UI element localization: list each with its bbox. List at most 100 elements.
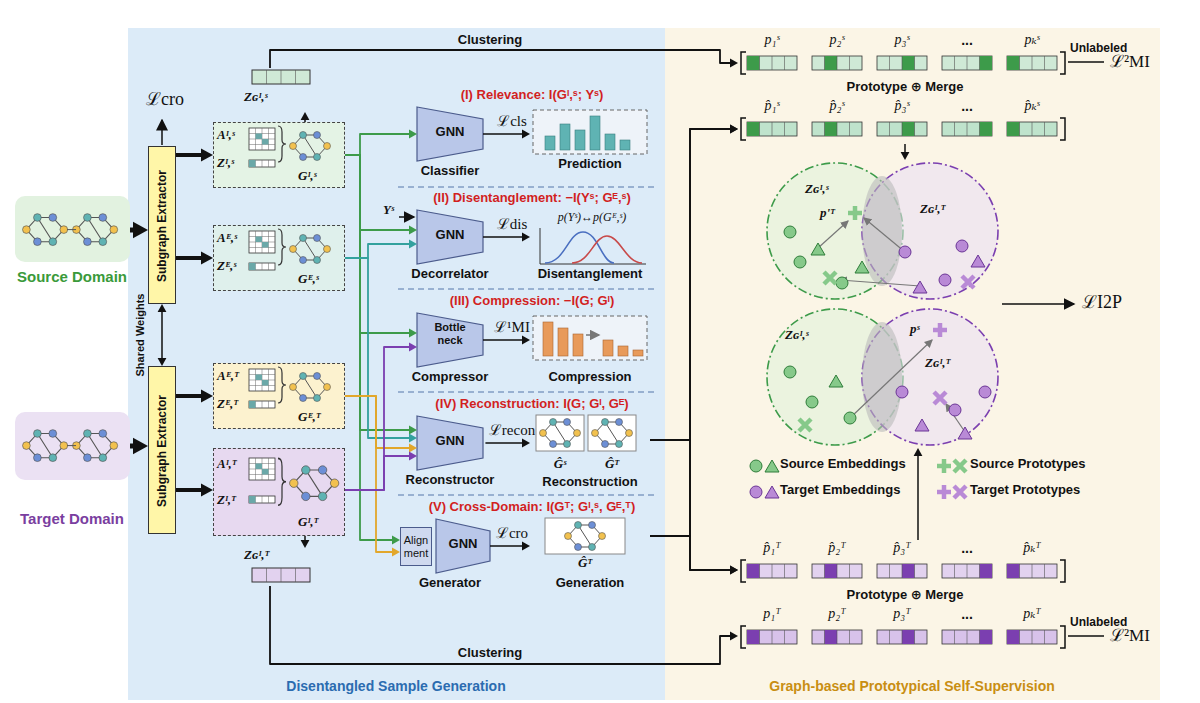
bar-divider: [1020, 630, 1045, 644]
connector-line: [650, 129, 732, 536]
node-text-holder: p̂₃ᵀ: [893, 540, 910, 556]
arrowhead: [730, 566, 738, 575]
node-text: Subgraph Extractor: [156, 170, 170, 282]
connector-line: [904, 144, 906, 154]
edge-label-holder: ℒcls: [494, 113, 530, 130]
node-text: Zɢᴵ,ᵀ: [920, 202, 945, 217]
node-text-holder: Zᴱ,ᵀ: [217, 397, 238, 412]
connector-line: [345, 155, 411, 333]
node-text: Gᴱ,ˢ: [298, 272, 319, 287]
bar-cell: [980, 564, 993, 578]
edge-label: Clustering: [455, 646, 525, 661]
edge-label-holder: ℒdis: [494, 216, 531, 233]
edge-label-holder: ℒ¹MI: [491, 319, 533, 336]
node-text-holder: Zɢᴵ,ˢ: [785, 328, 809, 343]
embedding-dot: [784, 226, 796, 238]
bar-cell: [747, 630, 760, 644]
bracket: [741, 52, 1065, 74]
node-text-holder: Zᴱ,ˢ: [217, 259, 236, 274]
bar-divider: [1020, 564, 1045, 578]
connector: [345, 396, 400, 556]
connector-line: [161, 310, 163, 359]
prototype-bar: [942, 630, 992, 644]
label-text: ℒ²MI: [1110, 52, 1150, 72]
prototype-cross: [824, 272, 836, 284]
connector-line: [176, 394, 203, 398]
bar-cell: [1007, 564, 1020, 578]
connector-line: [304, 118, 306, 122]
connector-line: [483, 339, 524, 341]
bar-divider: [955, 56, 980, 70]
prototype-bar: [1007, 564, 1057, 578]
label-text-holder: ℒ²MI: [1110, 626, 1150, 646]
arrowhead: [730, 566, 738, 575]
trapezoid: [436, 519, 490, 573]
domain-box: Target Domain: [15, 412, 130, 480]
bar-cell: [825, 56, 838, 70]
node-text-holder: Zᴵ,ˢ: [217, 156, 234, 171]
node-text: Aᴵ,ᵀ: [217, 457, 237, 472]
arrowhead: [522, 542, 530, 551]
label-text: (I) Relevance: I(Gᴵ,ˢ; Yˢ): [461, 88, 604, 103]
connector: [176, 483, 213, 496]
node-text: GNN: [436, 434, 465, 449]
node-text: Gᴱ,ᵀ: [298, 410, 320, 425]
arrowhead: [201, 483, 213, 496]
connector-line: [345, 155, 411, 230]
label-text: Prototype ⊕ Merge: [846, 588, 963, 603]
edge-label: ℒrecon: [486, 422, 538, 439]
label-text: Prototype ⊕ Merge: [846, 80, 963, 95]
label-text: p(Yˢ)↔p(Gᴱ,ˢ): [558, 211, 626, 225]
node-text: p̂₃ˢ: [895, 98, 910, 114]
connector-line: [650, 440, 732, 570]
connector: [483, 336, 530, 345]
embedding-bar: Zɢᴵ,ˢ: [240, 68, 330, 112]
node-text-holder: Bottle neck: [426, 321, 474, 346]
node-text-holder: p₃ᵀ: [893, 606, 910, 622]
label-text: (II) Disentanglement: −I(Yˢ; Gᴱ,ˢ): [433, 191, 631, 206]
node-text: Aᴱ,ˢ: [217, 231, 237, 246]
node-text: Bottle neck: [426, 321, 474, 346]
label-text-holder: p(Yˢ)↔p(Gᴱ,ˢ): [558, 211, 626, 225]
connector-line: [345, 456, 411, 490]
connector: [345, 155, 417, 337]
arrowhead: [409, 426, 417, 435]
node-text: Zɢᴵ,ˢ: [244, 90, 268, 105]
bar-cell: [902, 630, 915, 644]
arrowhead: [201, 251, 213, 264]
label-text-holder: ℒI2P: [1082, 292, 1122, 313]
label-text: (V) Cross-Domain: I(Gᵀ; Gᴵ,ˢ, Gᴱ,ᵀ): [429, 500, 636, 515]
node-text: ...: [961, 32, 973, 48]
subgraph-box: Aᴱ,ᵀZᴱ,ᵀGᴱ,ᵀ: [213, 363, 345, 429]
bar-cell: [1007, 56, 1020, 70]
node-text-holder: pₖˢ: [1024, 32, 1039, 48]
bar-cell: [980, 630, 993, 644]
bar-divider: [1020, 122, 1045, 136]
node-text: Gᴵ,ˢ: [298, 169, 317, 184]
arrowhead: [730, 632, 738, 641]
legend-text-holder: Target Prototypes: [970, 483, 1080, 498]
connector: [345, 130, 417, 155]
connector-line: [345, 396, 411, 448]
bar-cell: [747, 122, 760, 136]
prototype-plus: [933, 323, 947, 337]
connector-line: [176, 488, 203, 492]
connector-line: [650, 536, 732, 570]
prototype-row: p̂₁ᵀp̂₂ᵀp̂₃ᵀ...p̂ₖᵀ: [738, 540, 1068, 586]
domain-box: Source Domain: [15, 196, 130, 262]
node-text: Gᴵ,ᵀ: [298, 515, 318, 530]
arrowhead: [409, 434, 417, 443]
node-text: ...: [961, 606, 973, 622]
node-text: ...: [961, 540, 973, 556]
node-text-holder: GNN: [449, 537, 478, 552]
embedding-dot: [794, 256, 806, 268]
bracket: [741, 118, 1065, 140]
connector-line: [345, 347, 411, 490]
node-text-holder: Align ment: [400, 527, 432, 566]
node-text: Generator: [419, 576, 481, 591]
embedding-triangle: [765, 486, 779, 498]
connector: [914, 448, 923, 540]
arrowhead: [730, 125, 738, 134]
output-chart: Prediction: [530, 108, 650, 174]
